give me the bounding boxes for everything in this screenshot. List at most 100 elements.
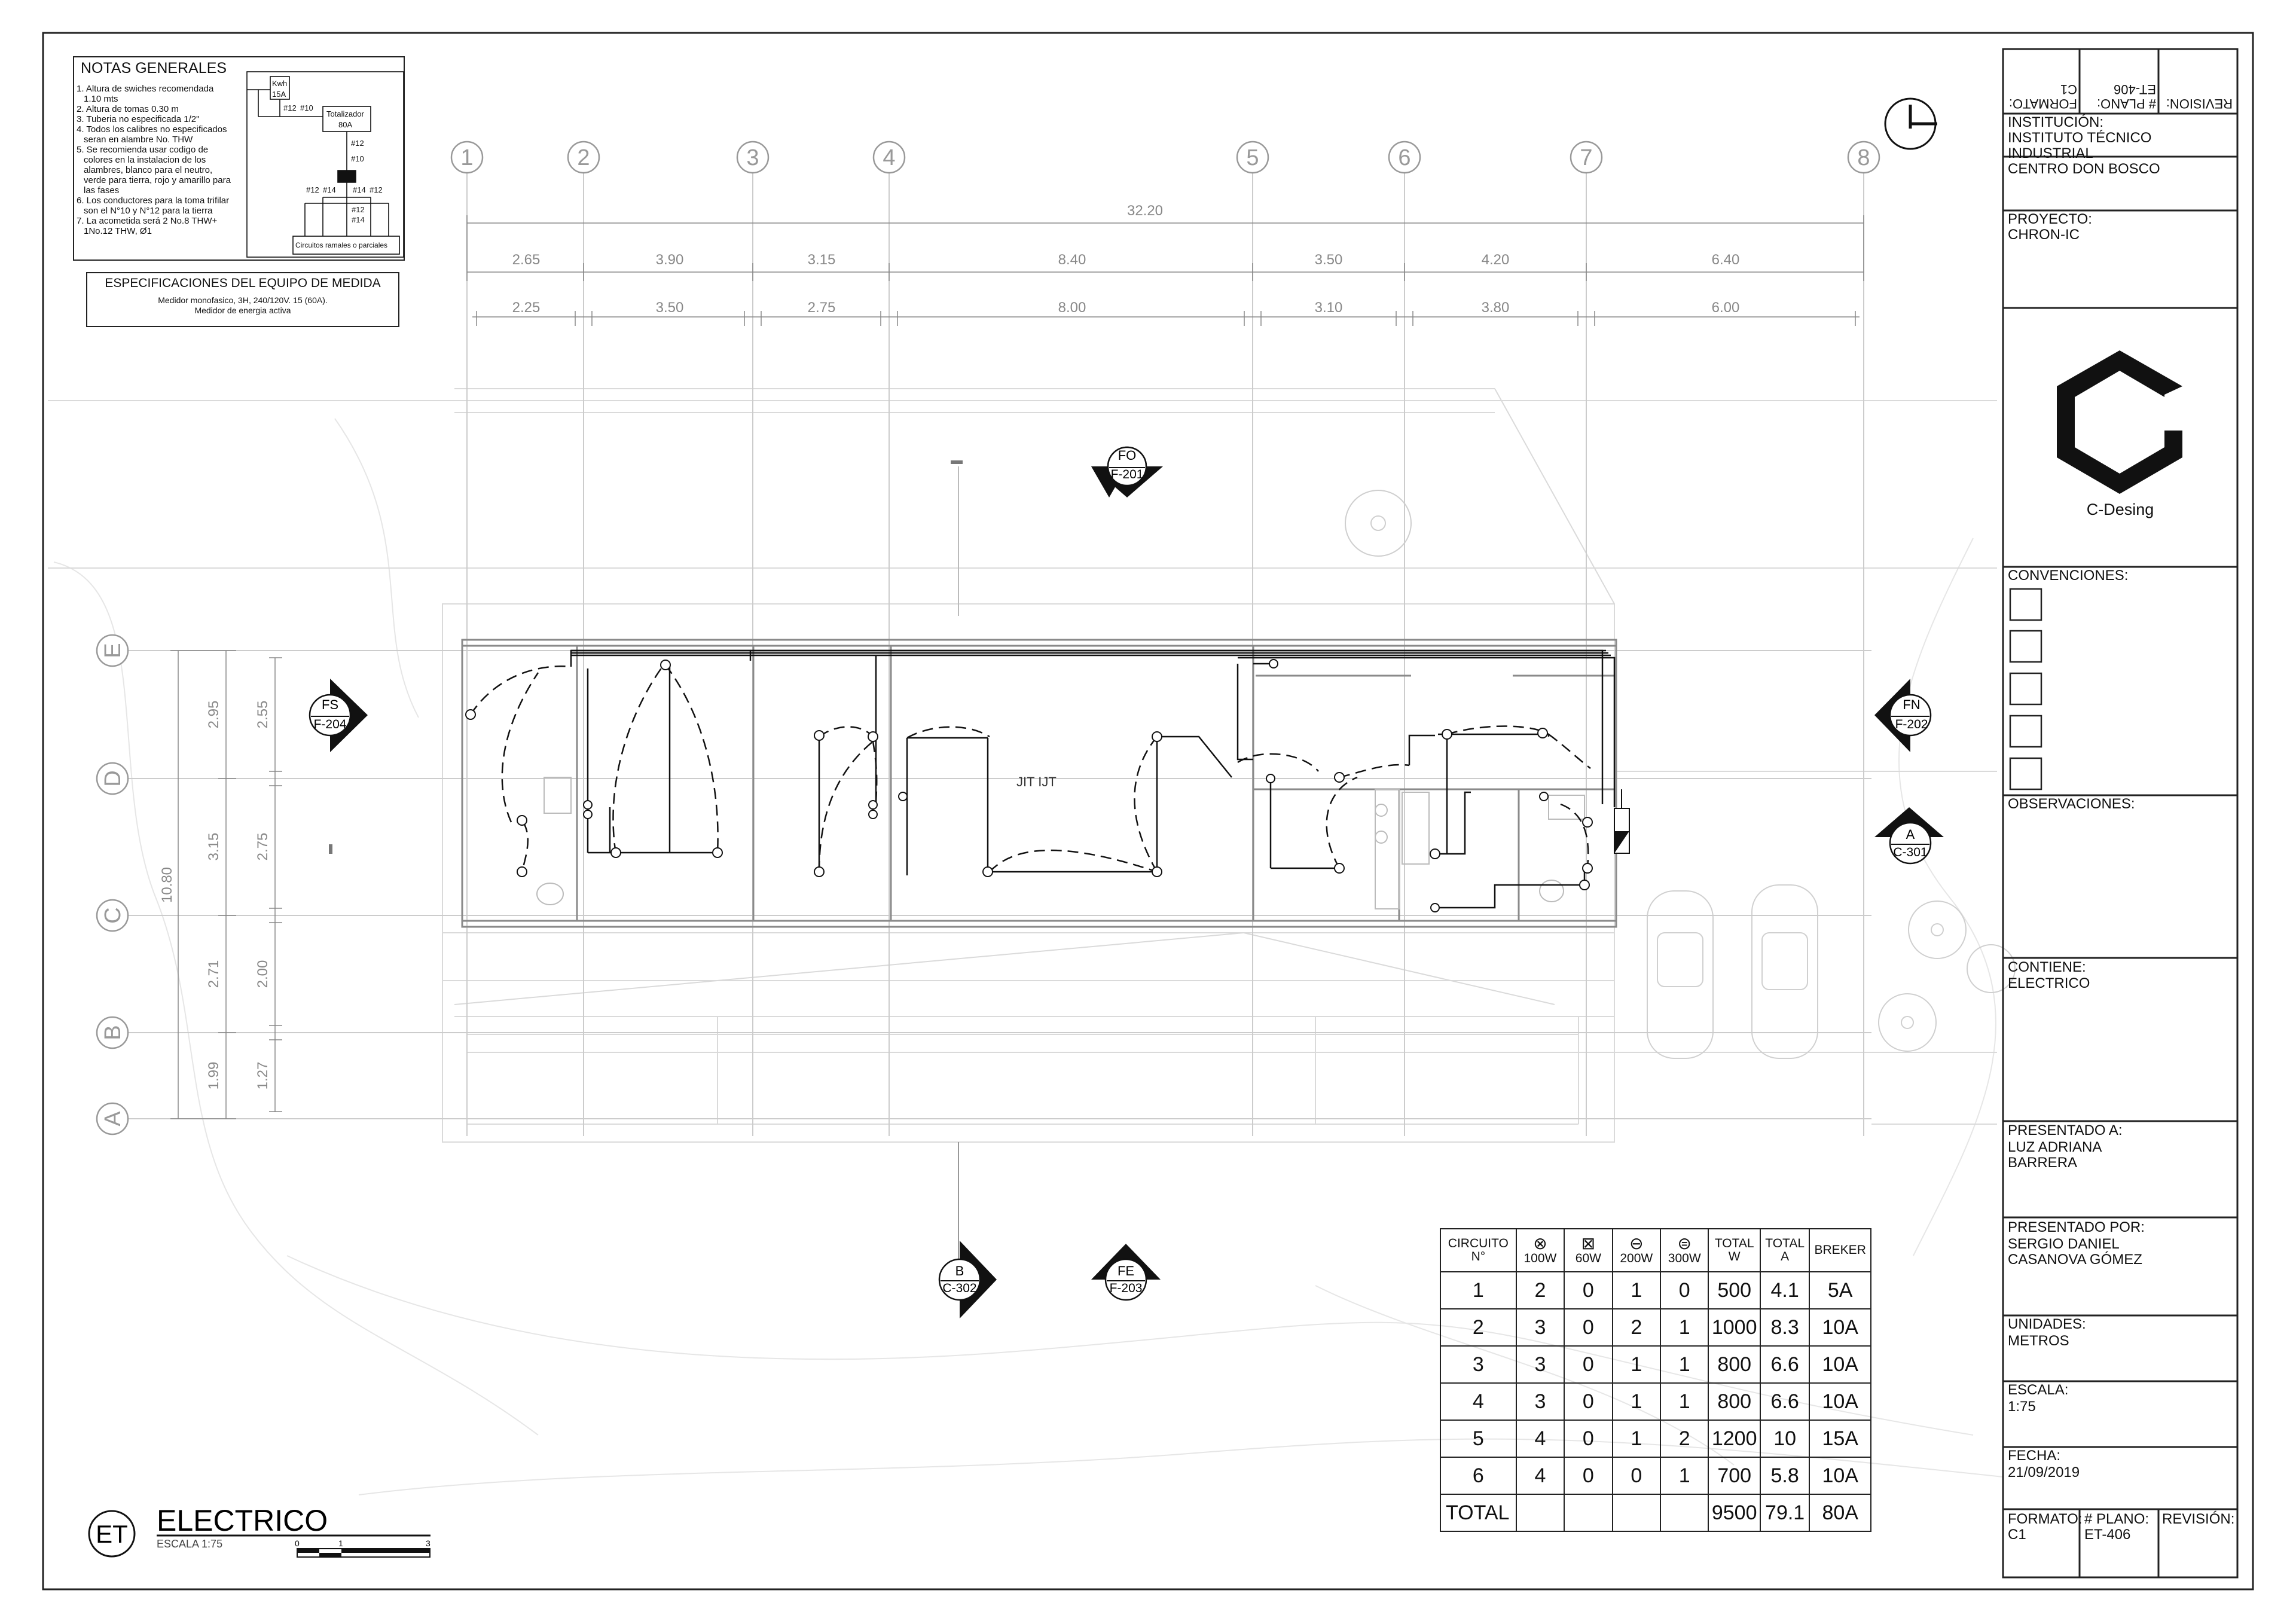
diag-w14b: #14: [353, 185, 366, 194]
lamp-60w-icon: ⊠: [1581, 1234, 1596, 1253]
top-plano-label: # PLANO:: [2096, 96, 2156, 111]
dim-vert-4: 1.99: [206, 1062, 222, 1090]
dim-axis-6: 4.20: [1482, 252, 1510, 268]
table-cell: 1: [1611, 1420, 1662, 1458]
presentado-a-label: PRESENTADO A:: [2008, 1122, 2123, 1138]
grid-label-e: E: [100, 643, 126, 658]
dim-vert-2: 3.15: [206, 833, 222, 861]
diag-totalizador: Totalizador: [326, 109, 365, 118]
circuit-arcs: [469, 664, 1591, 873]
table-cell: 1: [1660, 1382, 1709, 1421]
dim-inner-1: 2.25: [512, 300, 541, 316]
specs-line-2: Medidor de energia activa: [194, 306, 291, 315]
section-marker-fn[interactable]: FN F-202: [1874, 679, 1932, 752]
grid-label-c: C: [100, 907, 126, 923]
dimension-lines-vertical: [170, 650, 282, 1119]
scale-tick-0: 0: [295, 1538, 300, 1548]
notes-title: NOTAS GENERALES: [81, 60, 227, 77]
formato-label: FORMATO:: [2008, 1511, 2083, 1527]
section-marker-fs[interactable]: FS F-204: [309, 679, 368, 752]
table-cell: 1: [1660, 1457, 1709, 1495]
dim-inner-3: 2.75: [808, 300, 836, 316]
note-line: son el N°10 y N°12 para la tierra: [84, 206, 213, 216]
title-block-frame: [2002, 48, 2239, 1579]
presentado-por-label: PRESENTADO POR:: [2008, 1219, 2145, 1235]
drawing-title-text: ELECTRICO: [157, 1504, 328, 1537]
table-cell: 6.6: [1759, 1382, 1810, 1421]
notes-frame: [73, 56, 405, 261]
convention-box-3: [2009, 672, 2042, 706]
scale-tick-1: 1: [338, 1538, 343, 1548]
note-line: 1.10 mts: [84, 94, 118, 104]
header-total-a: TOTAL A: [1759, 1228, 1810, 1272]
scale-tick-3: 3: [426, 1538, 430, 1548]
table-cell: 10A: [1809, 1382, 1871, 1421]
unidades-value: METROS: [2008, 1333, 2069, 1349]
row-labels: E D C B A: [100, 643, 126, 1126]
diag-w14c: #14: [352, 215, 365, 224]
convention-boxes: [2009, 588, 2042, 790]
note-line: 2. Altura de tomas 0.30 m: [77, 104, 179, 114]
section-marker-fe[interactable]: FE F-203: [1091, 1244, 1161, 1301]
diag-w12c: #12: [306, 185, 319, 194]
specs-box: ESPECIFICACIONES DEL EQUIPO DE MEDIDA Me…: [87, 276, 399, 316]
logo-icon: [2057, 350, 2182, 494]
dim-axis-3: 3.15: [808, 252, 836, 268]
grid-bubble-7: [1570, 141, 1603, 174]
diag-w12e: #12: [352, 205, 365, 214]
dim-overall-width: 32.20: [1127, 203, 1163, 219]
proyecto-label: PROYECTO:: [2008, 211, 2092, 227]
dim-axis-7: 6.40: [1712, 252, 1740, 268]
table-cell: 1: [1440, 1271, 1517, 1309]
site-outline: [48, 388, 1997, 1143]
marker-fe-bottom: F-203: [1110, 1281, 1143, 1295]
table-cell: 0: [1564, 1308, 1613, 1347]
table-cell: 6.6: [1759, 1345, 1810, 1384]
dim-axis-4: 8.40: [1058, 252, 1086, 268]
plano-label: # PLANO:: [2084, 1511, 2150, 1527]
light-fixture-icons: [465, 659, 1593, 912]
table-cell: 0: [1564, 1345, 1613, 1384]
sheet-tag-label: ET: [96, 1520, 128, 1548]
table-cell: 15A: [1809, 1420, 1871, 1458]
interior-fixtures: [536, 777, 1585, 909]
table-total-cell: [1515, 1494, 1565, 1532]
dim-inner-6: 3.80: [1482, 300, 1510, 316]
dim-vert-inner-3: 2.00: [255, 960, 271, 988]
table-total-cell: 79.1: [1759, 1494, 1810, 1532]
header-breker: BREKER: [1809, 1228, 1871, 1272]
table-cell: 0: [1660, 1271, 1709, 1309]
table-cell: 4.1: [1759, 1271, 1810, 1309]
dim-vert-inner-2: 2.75: [255, 833, 271, 861]
title-block: REVISION: # PLANO: ET-406 FORMATO: C1 IN…: [2003, 49, 2237, 1577]
grid-bubble-6: [1388, 141, 1421, 174]
section-marker-a[interactable]: A C-301: [1874, 807, 1944, 865]
dimension-lines-horizontal: [466, 215, 1864, 326]
contiene-value: ELECTRICO: [2008, 975, 2090, 991]
table-cell: 5A: [1809, 1271, 1871, 1309]
diag-kwh: Kwh: [272, 79, 287, 88]
grid-label-1: 1: [460, 145, 473, 170]
diag-80a: 80A: [338, 120, 352, 129]
table-cell: 1000: [1708, 1308, 1761, 1347]
header-60w: ⊠ 60W: [1564, 1228, 1613, 1272]
marker-a-top: A: [1906, 827, 1915, 842]
grid-label-2: 2: [577, 145, 590, 170]
dim-axis-1: 2.65: [512, 252, 541, 268]
specs-title: ESPECIFICACIONES DEL EQUIPO DE MEDIDA: [105, 276, 381, 290]
convention-box-1: [2009, 588, 2042, 621]
note-line: 5. Se recomienda usar codigo de: [77, 145, 209, 155]
table-cell: 3: [1515, 1308, 1565, 1347]
single-line-diagram: [246, 71, 404, 258]
diag-w10b: #10: [351, 154, 364, 163]
load-table: CIRCUITO N° ⊗ 100W ⊠ 60W ⊖ 200W ⊜ 300W T…: [1440, 1228, 1871, 1532]
dim-axis-5: 3.50: [1315, 252, 1343, 268]
section-marker-b[interactable]: B C-302: [938, 1241, 997, 1318]
title-block-top-rotated: REVISION: # PLANO: ET-406 FORMATO: C1: [2003, 49, 2237, 114]
marker-b-bottom: C-302: [942, 1281, 976, 1295]
specs-frame: [86, 272, 399, 327]
section-marker-fo[interactable]: FO F-201: [1091, 446, 1163, 497]
